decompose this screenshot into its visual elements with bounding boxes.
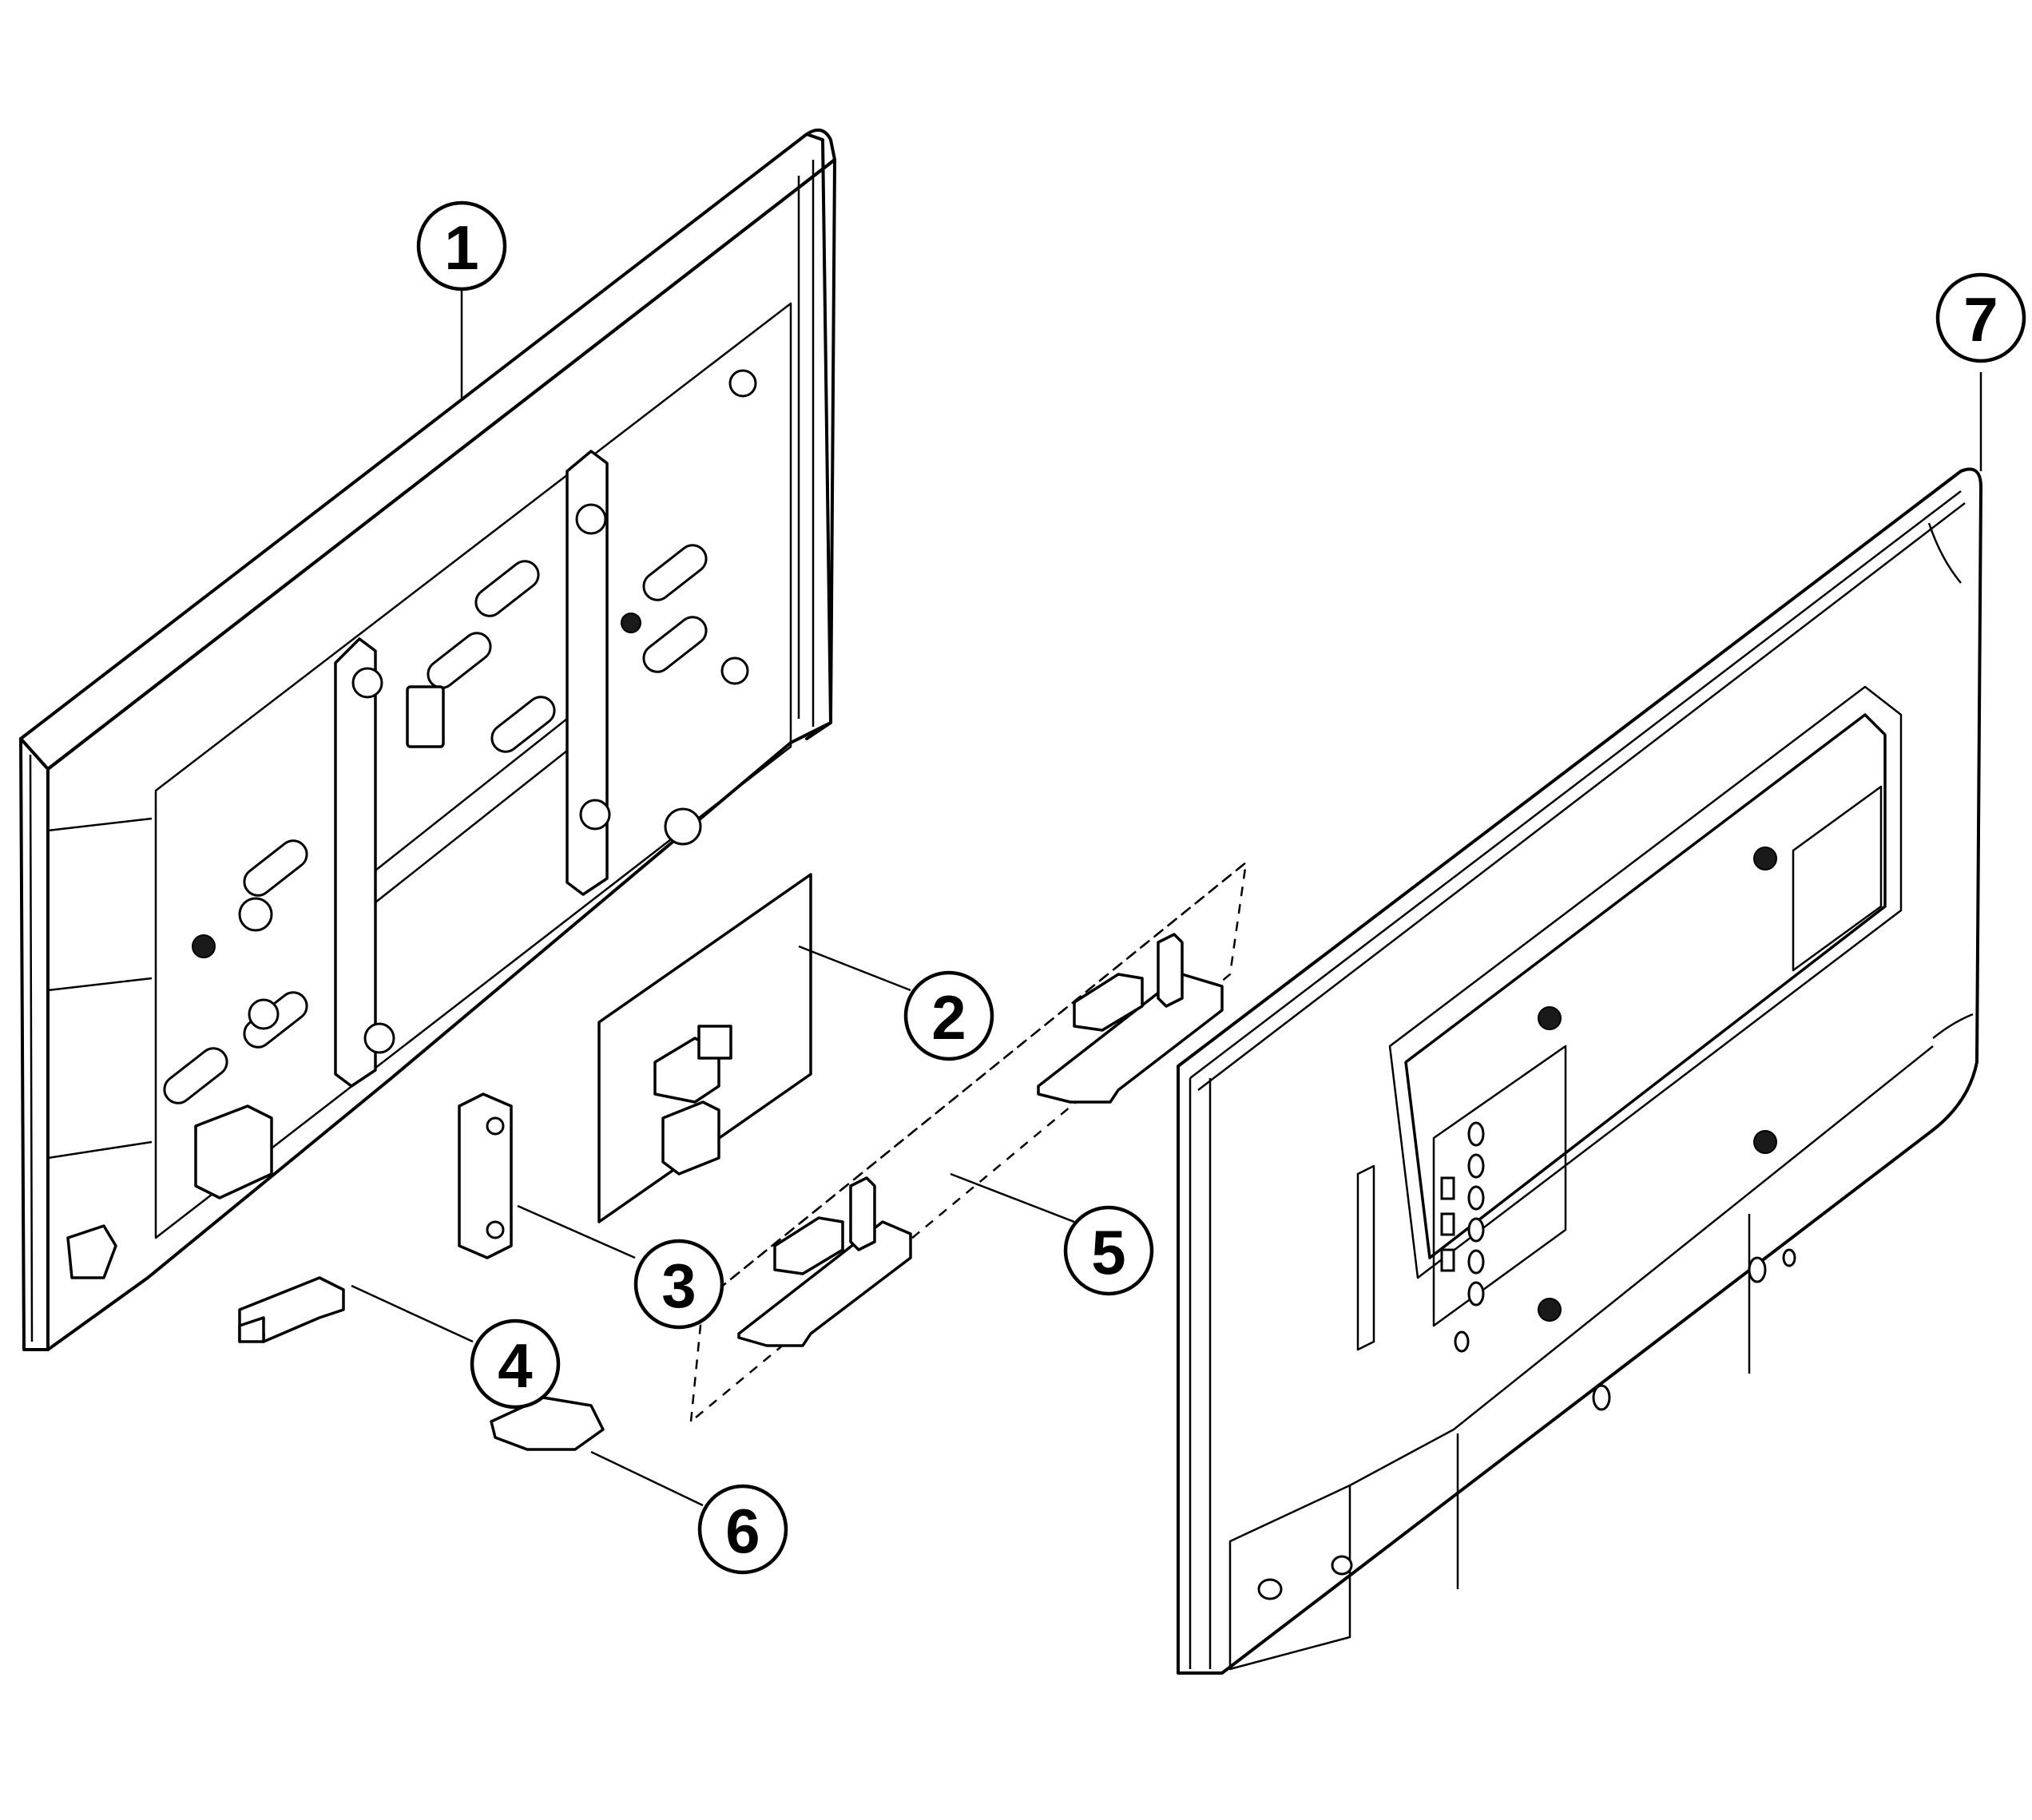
- callout-5: 5: [1063, 1205, 1154, 1296]
- control-buttons: [1440, 1121, 1485, 1307]
- clip: [490, 1396, 605, 1451]
- small-bracket: [238, 1276, 345, 1343]
- callout-3: 3: [633, 1239, 724, 1330]
- callout-label: 2: [931, 982, 966, 1053]
- bracket: [458, 1092, 513, 1259]
- callout-4: 4: [470, 1318, 561, 1410]
- back-cover: [1177, 467, 1982, 1675]
- leader-lines: [351, 273, 1982, 1507]
- callout-label: 6: [725, 1496, 760, 1566]
- callout-1: 1: [416, 200, 507, 291]
- callout-label: 5: [1091, 1217, 1125, 1287]
- callout-label: 4: [498, 1330, 532, 1401]
- stand-hinge-assembly: [689, 860, 1248, 1424]
- panel-bosses: [192, 369, 757, 1054]
- callout-label: 3: [661, 1251, 696, 1321]
- front-cabinet-assembly: [19, 128, 836, 1351]
- callout-label: 1: [444, 212, 478, 283]
- callout-6: 6: [697, 1484, 788, 1575]
- panel-slots: [163, 544, 708, 1104]
- callout-2: 2: [903, 970, 994, 1061]
- callout-label: 7: [1963, 284, 1998, 355]
- callout-7: 7: [1935, 272, 2026, 363]
- main-board: [597, 873, 812, 1223]
